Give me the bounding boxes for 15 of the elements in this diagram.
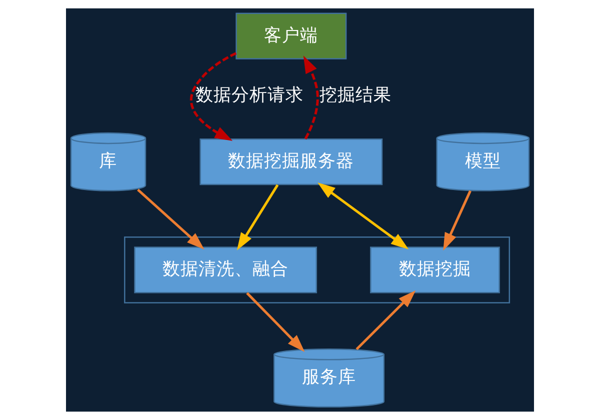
arrow	[137, 188, 204, 250]
node-box: 数据挖掘服务器	[200, 138, 383, 186]
arrow	[246, 292, 305, 352]
arrow	[236, 184, 279, 250]
arrow	[190, 52, 237, 141]
node-box: 数据清洗、融合	[134, 246, 318, 294]
arrow	[303, 56, 319, 140]
edge-label: 挖掘结果	[320, 86, 392, 106]
cluster	[124, 236, 510, 304]
node-box: 数据挖掘	[370, 246, 500, 294]
arrow	[356, 290, 416, 350]
arrow	[318, 182, 409, 250]
arrow	[443, 190, 472, 251]
node-box: 客户端	[236, 12, 347, 60]
edge-label: 数据分析请求	[196, 86, 304, 106]
